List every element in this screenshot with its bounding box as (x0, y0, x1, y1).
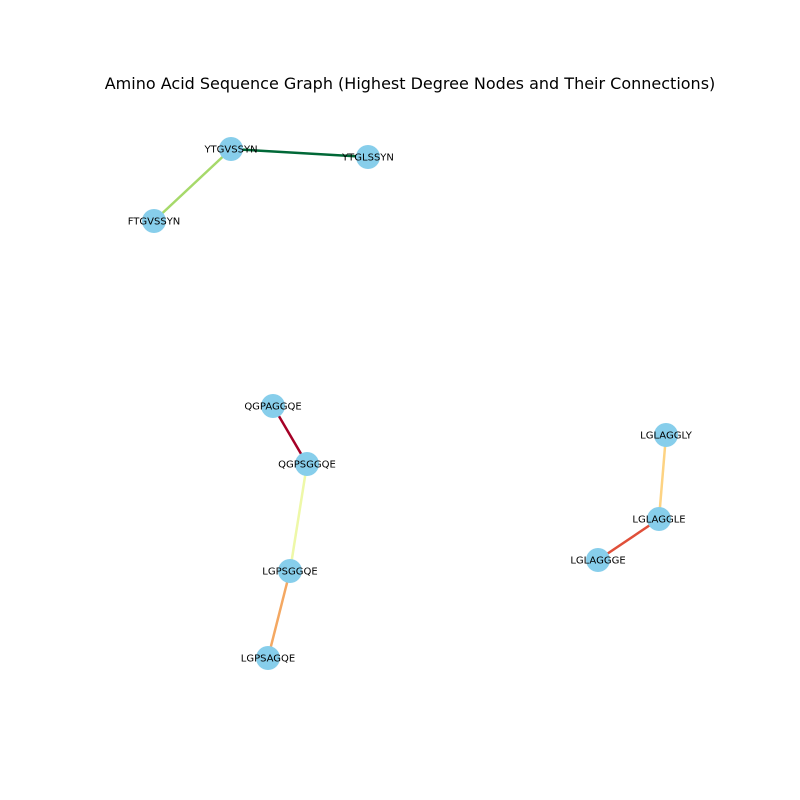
graph-node-LGLAGGGE (586, 548, 610, 572)
graph-node-LGPSAGQE (256, 646, 280, 670)
graph-edge-LGLAGGLE-LGLAGGGE (597, 517, 660, 562)
node-label-YTGVSSYN: YTGVSSYN (203, 145, 257, 156)
graph-node-YTGLSSYN (356, 145, 380, 169)
graph-node-QGPSGGQE (295, 452, 319, 476)
node-label-LGLAGGGE: LGLAGGGE (570, 556, 625, 567)
node-label-QGPSGGQE: QGPSGGQE (278, 460, 336, 471)
graph-node-QGPAGGQE (261, 394, 285, 418)
node-label-LGLAGGLY: LGLAGGLY (640, 431, 693, 442)
graph-node-LGLAGGLE (647, 507, 671, 531)
node-label-QGPAGGQE: QGPAGGQE (244, 402, 301, 413)
nodes-layer (142, 137, 678, 670)
node-label-LGPSAGQE: LGPSAGQE (241, 654, 296, 665)
graph-node-LGPSGGQE (278, 559, 302, 583)
graph-edge-YTGVSSYN-YTGLSSYN (230, 147, 369, 159)
node-label-LGPSGGQE: LGPSGGQE (262, 567, 317, 578)
labels-layer: YTGVSSYN YTGLSSYN FTGVSSYN QGPAGGQE QGPSGGQE… (128, 145, 693, 665)
edges-layer (153, 147, 668, 659)
graph-node-YTGVSSYN (219, 137, 243, 161)
node-label-FTGVSSYN: FTGVSSYN (128, 217, 181, 228)
node-label-YTGLSSYN: YTGLSSYN (341, 153, 394, 164)
node-label-LGLAGGLE: LGLAGGLE (632, 515, 685, 526)
graph-node-FTGVSSYN (142, 209, 166, 233)
graph-node-LGLAGGLY (654, 423, 678, 447)
graph-edge-YTGVSSYN-FTGVSSYN (153, 148, 232, 222)
graph-title: Amino Acid Sequence Graph (Highest Degre… (105, 74, 716, 93)
graph-edge-LGLAGGLY-LGLAGGLE (657, 434, 668, 520)
graph-edge-LGPSGGQE-LGPSAGQE (266, 570, 292, 659)
graph-edge-QGPSGGQE-LGPSGGQE (288, 463, 309, 572)
